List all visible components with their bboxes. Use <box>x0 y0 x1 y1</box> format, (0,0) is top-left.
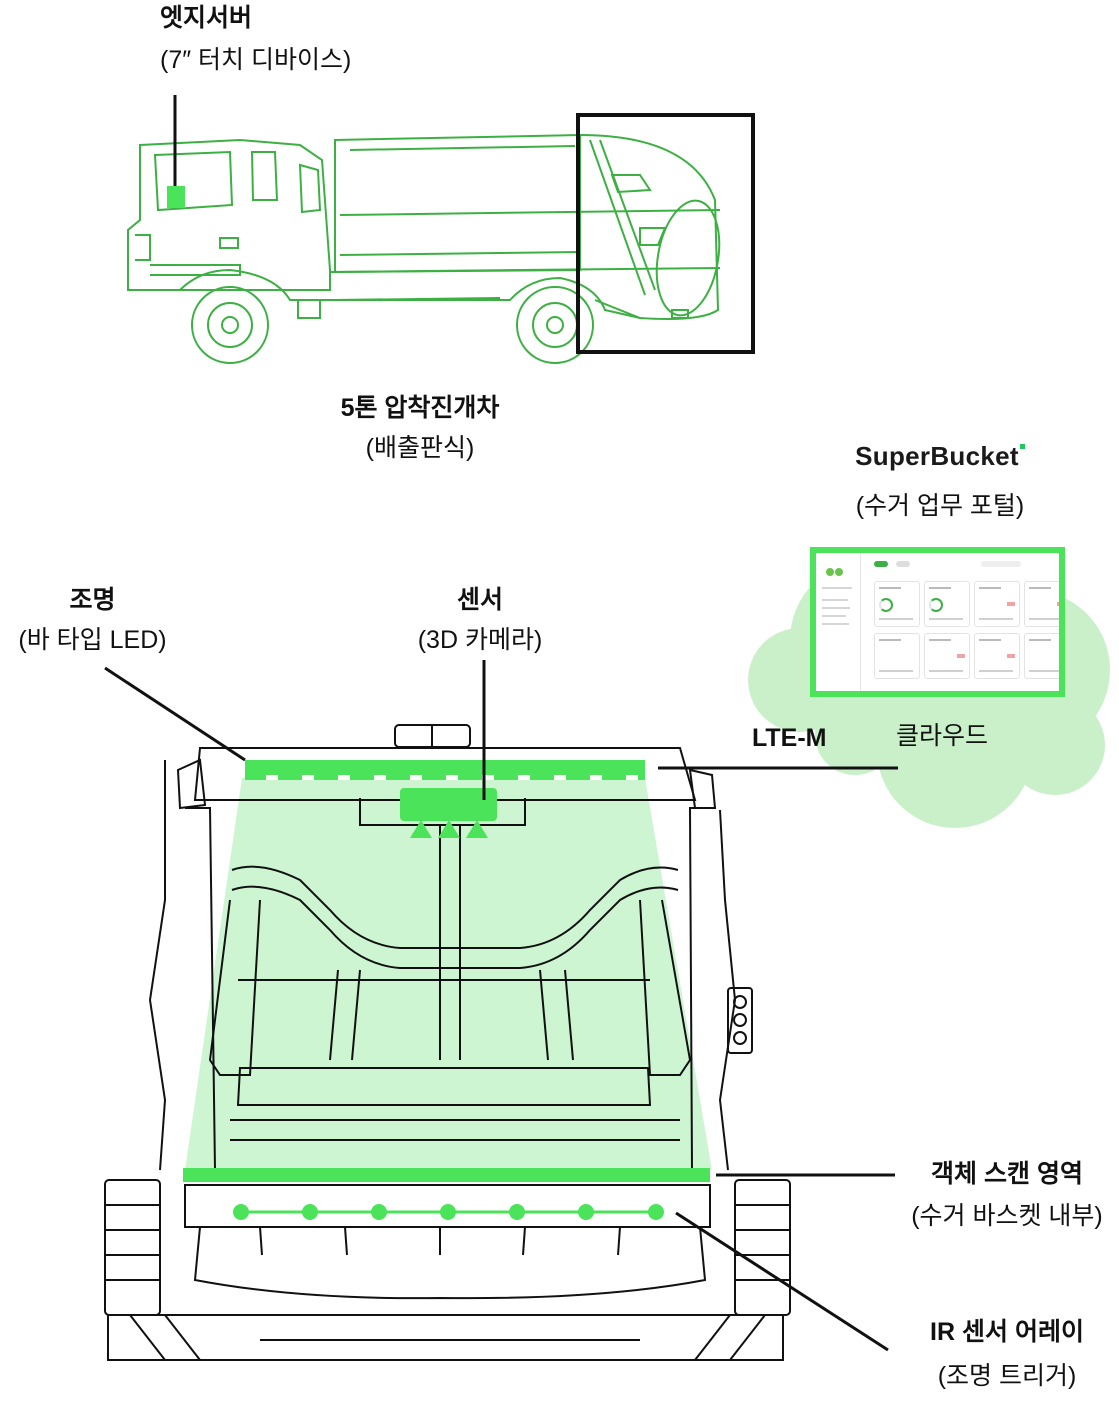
portal-sidebar <box>816 553 861 691</box>
portal-screenshot <box>810 547 1065 697</box>
ir-sensor-array <box>233 1204 664 1220</box>
ir-title: IR 센서 어레이 <box>930 1318 1084 1346</box>
brand-dot-icon <box>1019 444 1025 449</box>
lte-label: LTE-M <box>752 724 827 752</box>
portal-brand-wrap: SuperBucket <box>820 440 1060 473</box>
truck-title: 5톤 압착진개차 <box>340 394 500 422</box>
lighting-leader-line <box>104 666 246 762</box>
sensor-subtitle: (3D 카메라) <box>417 626 543 654</box>
edge-server-subtitle: (7″ 터치 디바이스) <box>160 46 352 74</box>
portal-subtitle: (수거 업무 포털) <box>855 492 1025 520</box>
scan-area-title: 객체 스캔 영역 <box>931 1160 1083 1188</box>
scan-light-beam <box>185 778 712 1170</box>
scan-area-line <box>183 1168 710 1182</box>
edge-server-title: 엣지서버 <box>160 4 253 32</box>
lighting-title: 조명 <box>69 586 116 614</box>
sensor-title: 센서 <box>456 586 503 614</box>
portal-logo-icon <box>826 563 846 576</box>
lighting-subtitle: (바 타입 LED) <box>18 626 167 654</box>
rear-compactor-highlight-box <box>576 113 755 354</box>
portal-brand: SuperBucket <box>855 441 1019 471</box>
edge-device-marker <box>167 186 185 208</box>
led-light-bar <box>245 760 645 780</box>
garbage-truck-rear-view <box>104 724 791 1361</box>
truck-subtitle: (배출판식) <box>365 434 475 462</box>
ir-subtitle: (조명 트리거) <box>937 1362 1077 1390</box>
3d-camera-sensor <box>400 788 497 838</box>
cloud-label: 클라우드 <box>896 722 989 750</box>
scan-area-subtitle: (수거 바스켓 내부) <box>911 1202 1103 1230</box>
ir-leader-line <box>675 1211 889 1352</box>
garbage-truck-side-view <box>127 133 721 364</box>
